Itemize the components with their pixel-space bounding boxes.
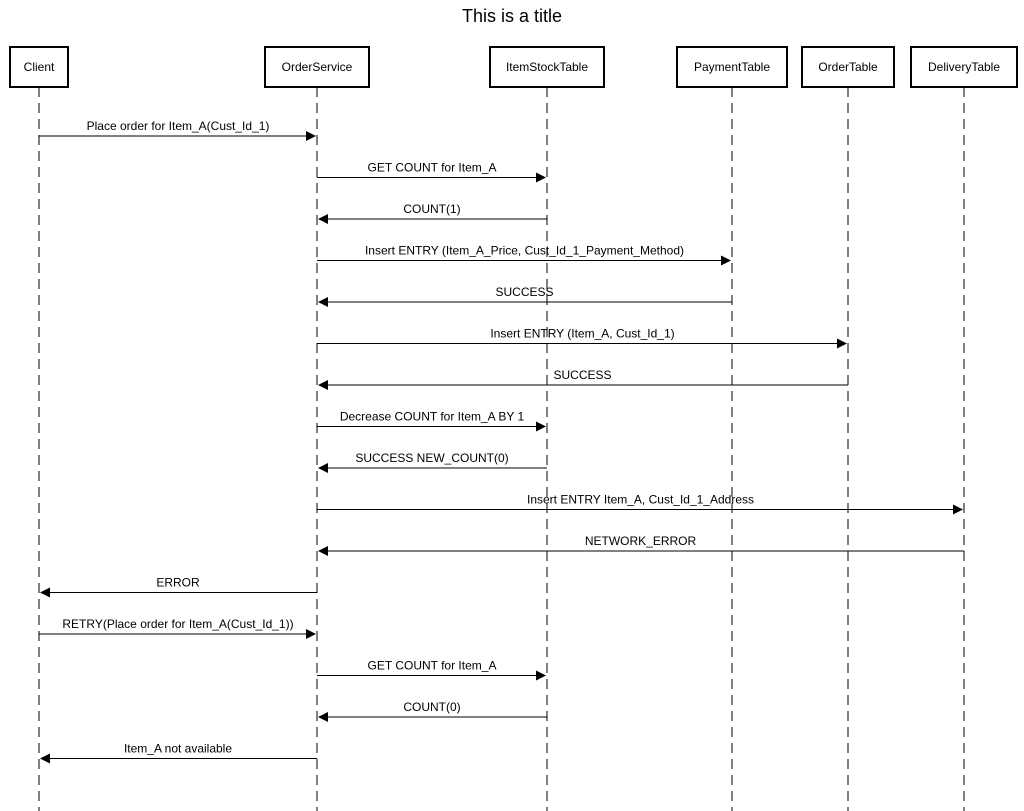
message: RETRY(Place order for Item_A(Cust_Id_1)) [39,617,316,639]
arrowhead-icon [536,421,546,432]
participant-deliverytable: DeliveryTable [910,46,1018,88]
participant-orderservice: OrderService [264,46,370,88]
participant-box [801,46,895,88]
message-label: GET COUNT for Item_A [368,161,497,175]
message: SUCCESS [318,368,848,390]
arrowhead-icon [40,587,50,598]
arrowhead-icon [306,629,316,639]
message-label: ERROR [156,576,200,590]
participant-label: Client [24,60,55,74]
message: GET COUNT for Item_A [317,659,546,681]
arrowhead-icon [837,338,847,349]
participant-box [676,46,788,88]
participant-box [264,46,370,88]
message: SUCCESS NEW_COUNT(0) [318,451,547,473]
message-label: Place order for Item_A(Cust_Id_1) [87,119,270,133]
message: COUNT(1) [318,202,547,224]
message-label: Insert ENTRY (Item_A_Price, Cust_Id_1_Pa… [365,244,684,258]
message: Insert ENTRY (Item_A_Price, Cust_Id_1_Pa… [317,244,731,266]
participant-ordertable: OrderTable [801,46,895,88]
arrowhead-icon [306,131,316,141]
participant-box [9,46,69,88]
message: Place order for Item_A(Cust_Id_1) [39,119,316,141]
message: GET COUNT for Item_A [317,161,546,183]
participant-client: Client [9,46,69,88]
message-label: COUNT(0) [403,700,460,714]
participant-itemstocktable: ItemStockTable [489,46,605,88]
message: COUNT(0) [318,700,547,722]
participant-box [910,46,1018,88]
message: Insert ENTRY (Item_A, Cust_Id_1) [317,327,847,349]
arrowhead-icon [536,172,546,183]
arrowhead-icon [318,463,328,473]
message-label: NETWORK_ERROR [585,534,697,548]
message-label: Insert ENTRY (Item_A, Cust_Id_1) [490,327,674,341]
message-label: Item_A not available [124,742,232,756]
participant-label: OrderService [282,60,353,74]
lifelines [38,87,965,811]
arrowhead-icon [318,214,328,224]
message-label: SUCCESS NEW_COUNT(0) [355,451,508,465]
message: NETWORK_ERROR [318,534,964,556]
message: SUCCESS [318,285,732,307]
message-label: SUCCESS [553,368,611,382]
message-label: Decrease COUNT for Item_A BY 1 [340,410,525,424]
diagram-title: This is a title [462,6,562,26]
message: ERROR [40,576,317,598]
participant-label: ItemStockTable [506,60,588,74]
arrowhead-icon [953,504,963,515]
message-label: RETRY(Place order for Item_A(Cust_Id_1)) [62,617,293,631]
participants: Client OrderService ItemStockTable PaymentT… [9,46,1018,88]
message-label: COUNT(1) [403,202,460,216]
message: Insert ENTRY Item_A, Cust_Id_1_Address [317,493,963,515]
participant-label: PaymentTable [694,60,770,74]
message-label: Insert ENTRY Item_A, Cust_Id_1_Address [527,493,754,507]
arrowhead-icon [318,546,328,556]
arrowhead-icon [318,712,328,722]
participant-label: OrderTable [818,60,878,74]
participant-box [489,46,605,88]
participant-paymenttable: PaymentTable [676,46,788,88]
arrowhead-icon [721,255,731,266]
arrowhead-icon [40,753,50,764]
message-label: SUCCESS [495,285,553,299]
message-label: GET COUNT for Item_A [368,659,497,673]
arrowhead-icon [318,297,328,307]
arrowhead-icon [318,380,328,390]
participant-label: DeliveryTable [928,60,1000,74]
message: Decrease COUNT for Item_A BY 1 [317,410,546,432]
messages: Place order for Item_A(Cust_Id_1) GET COU… [39,119,964,764]
message: Item_A not available [40,742,317,764]
arrowhead-icon [536,670,546,681]
